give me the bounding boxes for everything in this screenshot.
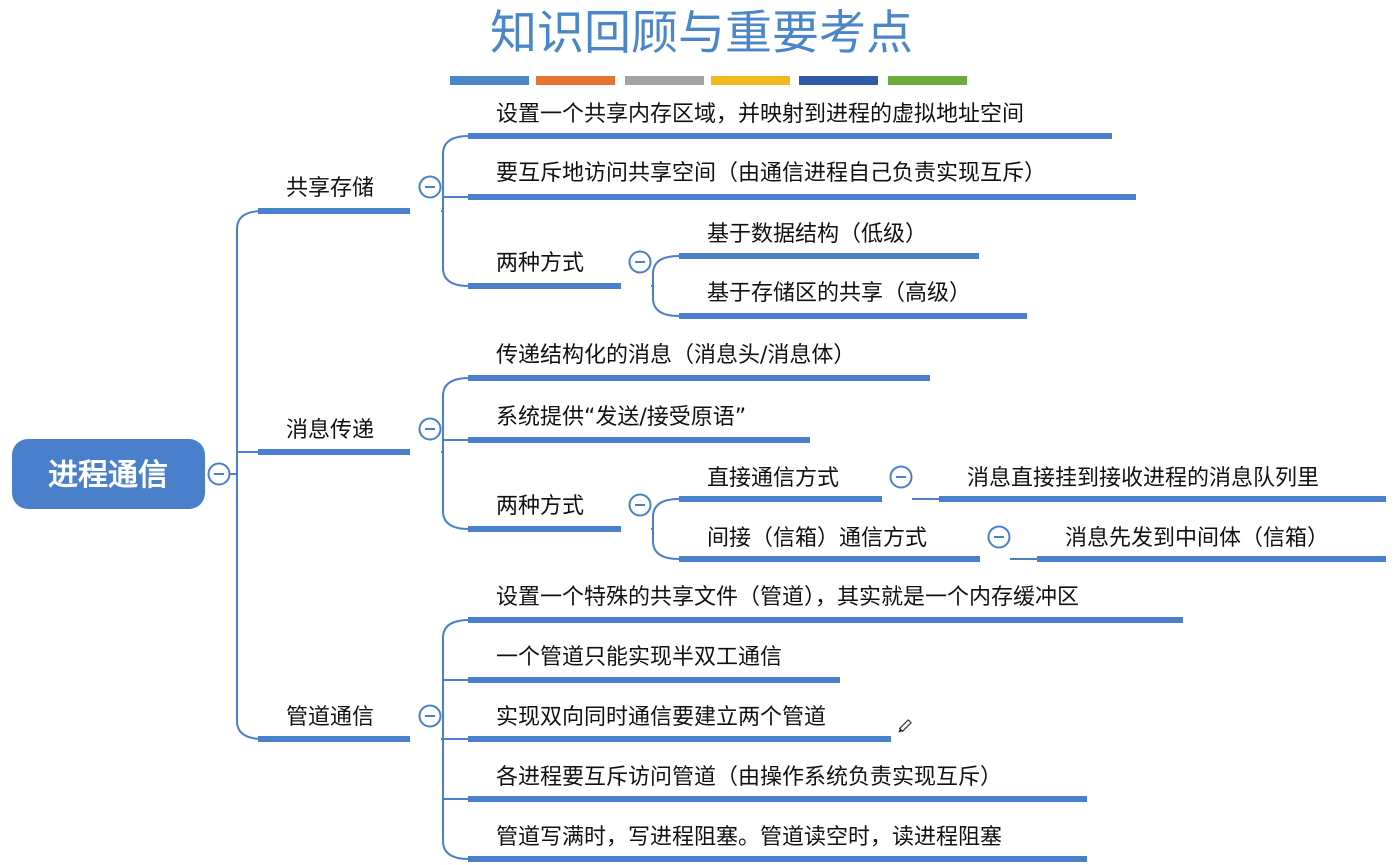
color-strip-segment [888, 76, 967, 85]
branch-1-child-2-connector [652, 498, 680, 560]
branch-0-child-2-label: 两种方式 [496, 251, 584, 276]
root-collapse-toggle[interactable] [207, 462, 231, 486]
pencil-cursor-icon [898, 719, 912, 733]
branch-2-child-1-label: 一个管道只能实现半双工通信 [496, 645, 782, 670]
branch-2-child-0-label: 设置一个特殊的共享文件（管道），其实就是一个内存缓冲区 [496, 585, 1079, 610]
branch-2-child-4-label: 管道写满时，写进程阻塞。管道读空时，读进程阻塞 [496, 825, 1002, 850]
branch-1-child-2-label: 两种方式 [496, 494, 584, 519]
branch-0-child-0-label: 设置一个共享内存区域，并映射到进程的虚拟地址空间 [496, 102, 1024, 127]
branch-0-label: 共享存储 [286, 176, 374, 201]
branch-1-child-0-label: 传递结构化的消息（消息头/消息体） [496, 343, 855, 368]
branch-1-child-2-child-0-label: 直接通信方式 [707, 466, 839, 491]
branch-1-collapse-toggle[interactable] [418, 417, 442, 441]
color-strip-segment [625, 76, 704, 85]
branch-2-collapse-toggle[interactable] [418, 704, 442, 728]
branch-1-child-2-child-0-collapse-toggle[interactable] [889, 465, 913, 489]
branch-0-child-2-collapse-toggle[interactable] [628, 250, 652, 274]
branch-1-connector [442, 377, 470, 530]
branch-1-child-2-child-0-child-0-label: 消息直接挂到接收进程的消息队列里 [967, 466, 1319, 491]
root-node[interactable] [12, 439, 205, 509]
root-node-label: 进程通信 [48, 458, 168, 493]
branch-2-label: 管道通信 [286, 705, 374, 730]
branch-1-child-2-collapse-toggle[interactable] [628, 493, 652, 517]
branch-1-child-2-child-1-label: 间接（信箱）通信方式 [707, 526, 927, 551]
branch-1-child-2-child-1-collapse-toggle[interactable] [987, 525, 1011, 549]
color-strip-segment [711, 76, 790, 85]
color-strip-segment [450, 76, 529, 85]
page-title: 知识回顾与重要考点 [490, 6, 913, 61]
branch-0-child-1-label: 要互斥地访问共享空间（由通信进程自己负责实现互斥） [496, 161, 1046, 186]
branch-2-child-2-label: 实现双向同时通信要建立两个管道 [496, 705, 826, 730]
branch-0-child-2-child-0-label: 基于数据结构（低级） [707, 222, 927, 247]
color-strip-segment [799, 76, 878, 85]
branch-2-child-3-label: 各进程要互斥访问管道（由操作系统负责实现互斥） [496, 765, 1002, 790]
color-strip-segment [536, 76, 615, 85]
root-connector [236, 210, 264, 740]
branch-1-label: 消息传递 [286, 418, 374, 443]
color-strip [450, 76, 970, 86]
branch-0-connector [442, 135, 470, 287]
branch-1-child-2-child-1-child-0-label: 消息先发到中间体（信箱） [1065, 526, 1329, 551]
branch-0-collapse-toggle[interactable] [418, 175, 442, 199]
branch-2-connector [442, 619, 470, 860]
branch-1-child-1-label: 系统提供“发送/接受原语” [496, 405, 746, 430]
branch-0-child-2-child-1-label: 基于存储区的共享（高级） [707, 281, 971, 306]
branch-0-child-2-connector [652, 255, 680, 317]
